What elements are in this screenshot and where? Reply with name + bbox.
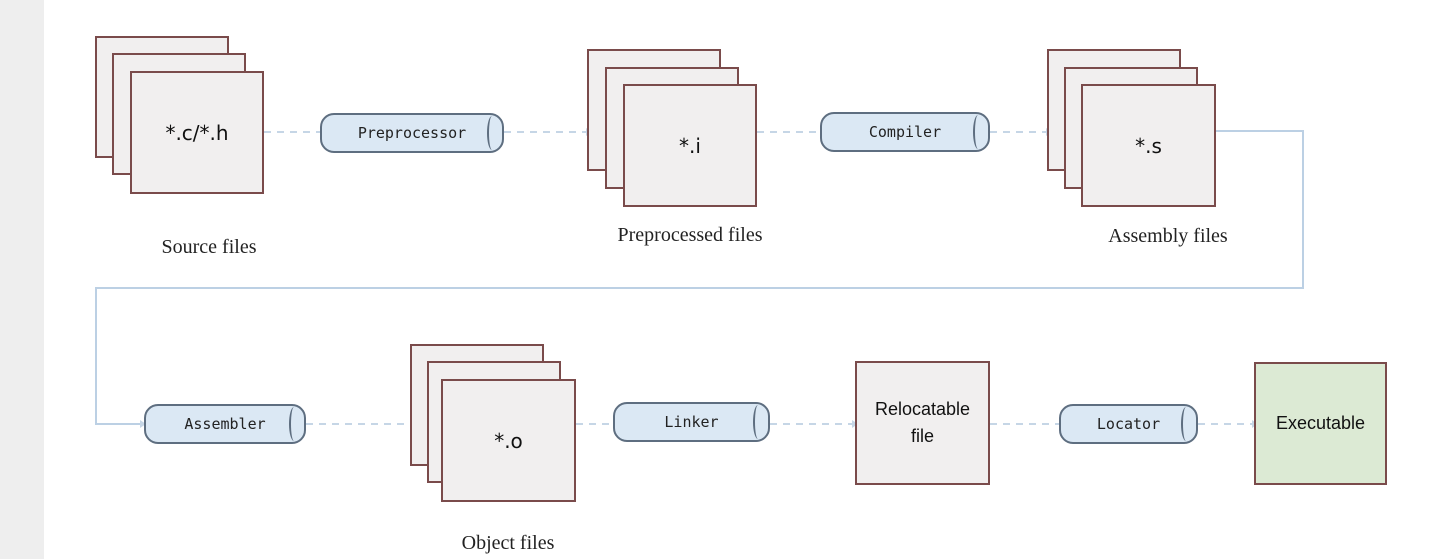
executable-box: Executable [1254,362,1387,485]
source-files-caption: Source files [161,236,257,258]
source-files-glyph: *.c/*.h [165,120,229,145]
preprocessed-files-caption: Preprocessed files [617,224,763,246]
preprocessed-file-card-front: *.i [623,84,757,207]
object-file-card-front: *.o [441,379,576,502]
assembler-label: Assembler [184,415,266,433]
preprocessor-tool: Preprocessor [320,113,504,153]
linker-cylinder-cap [753,405,763,439]
assembly-files-glyph: *.s [1135,133,1162,158]
linker-label: Linker [664,413,719,431]
relocatable-file-box: Relocatable file [855,361,990,485]
source-file-card-front: *.c/*.h [130,71,264,194]
object-files-caption: Object files [461,532,555,554]
assembly-file-card-front: *.s [1081,84,1216,207]
arrowhead-assembler [140,420,146,428]
left-margin-strip [0,0,44,559]
preprocessed-files-glyph: *.i [679,133,701,158]
linker-tool: Linker [613,402,770,442]
connector-wrap-around [95,130,1304,425]
assembler-tool: Assembler [144,404,306,444]
object-files-glyph: *.o [494,428,523,453]
preprocessor-label: Preprocessor [357,124,467,142]
assembly-files-caption: Assembly files [1108,225,1228,247]
locator-label: Locator [1096,415,1161,433]
assembler-cylinder-cap [289,407,299,441]
compiler-tool: Compiler [820,112,990,152]
compiler-label: Compiler [868,123,942,141]
compiler-cylinder-cap [973,115,983,149]
locator-tool: Locator [1059,404,1198,444]
preprocessor-cylinder-cap [487,116,497,150]
locator-cylinder-cap [1181,407,1191,441]
